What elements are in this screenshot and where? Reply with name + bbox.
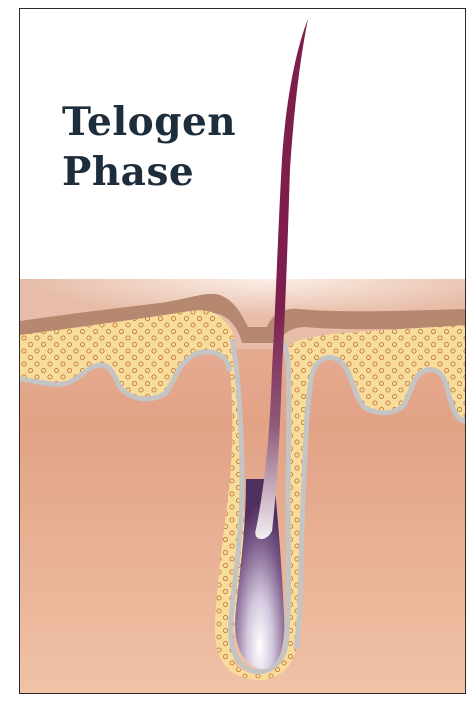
phase-title-line1: Telogen [62,97,236,147]
diagram-frame: Telogen Phase [19,8,466,694]
phase-title-line2: Phase [62,147,236,197]
phase-title: Telogen Phase [62,97,236,197]
